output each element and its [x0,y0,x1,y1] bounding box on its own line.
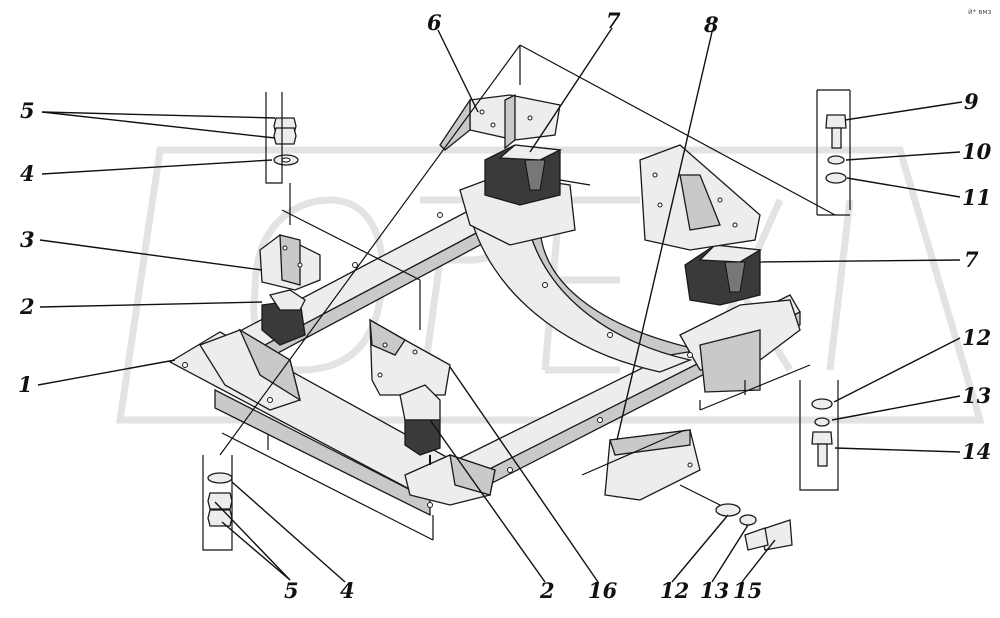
leader-lines [37,27,963,583]
callout-7-top: 7 [606,8,621,33]
assembly-lines [202,44,851,551]
reinforcement-bar [604,429,701,501]
callout-12-bottom: 12 [660,578,689,603]
rubber-mount-top [484,144,563,206]
corner-mark: й* вмз [968,8,992,16]
callout-6: 6 [427,10,442,35]
rubber-mount-center [399,384,441,465]
rubber-mount-right [684,244,762,306]
center-bracket [369,318,451,396]
rear-mount-bracket [439,93,561,151]
callout-12-right: 12 [962,325,991,350]
callout-5-bottom: 5 [284,578,299,603]
callout-9: 9 [964,89,979,114]
callout-4-bottom: 4 [340,578,355,603]
callout-14: 14 [962,439,991,464]
callout-7-right: 7 [964,247,979,272]
callout-3: 3 [20,227,35,252]
fasteners-top-left [273,117,299,166]
callout-1: 1 [18,372,33,397]
callout-13-bottom: 13 [700,578,729,603]
subframe [168,174,801,517]
callout-10: 10 [962,139,992,164]
callout-labels: 5 4 3 2 1 6 7 8 9 10 11 7 12 13 14 5 4 2… [18,8,992,603]
fasteners-bottom [715,503,793,551]
front-left-bracket [259,234,321,291]
callout-11: 11 [962,185,991,210]
callout-13-right: 13 [962,383,991,408]
rubber-mount-left [261,289,306,346]
callout-8: 8 [703,12,719,37]
callout-15: 15 [733,578,762,603]
callout-16: 16 [588,578,618,603]
fasteners-right [811,398,833,467]
callout-5: 5 [20,98,35,123]
callout-2-bottom: 2 [539,578,555,603]
callout-4: 4 [20,161,35,186]
fasteners-bottom-left [207,472,233,527]
right-bracket [639,144,761,251]
callout-2: 2 [19,294,35,319]
fasteners-top-right [825,114,847,184]
